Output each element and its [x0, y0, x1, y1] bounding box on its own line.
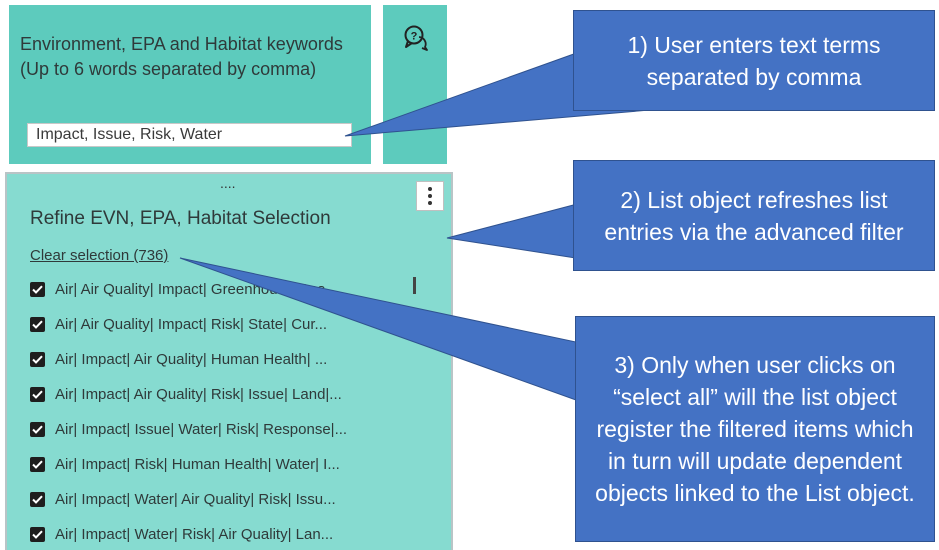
kebab-dot-icon — [428, 187, 432, 191]
callout-2: 2) List object refreshes list entries vi… — [573, 160, 935, 271]
question-chat-icon[interactable]: ? — [403, 25, 429, 51]
checkbox[interactable] — [30, 456, 45, 472]
more-options-button[interactable] — [416, 181, 444, 211]
list-item-label: Air| Impact| Water| Risk| Air Quality| L… — [55, 525, 334, 543]
checkbox[interactable] — [30, 351, 45, 367]
checkmark-icon — [32, 495, 43, 504]
checkmark-icon — [32, 355, 43, 364]
svg-text:?: ? — [411, 31, 418, 43]
keyword-input[interactable] — [27, 123, 352, 147]
list-item-label: Air| Impact| Air Quality| Risk| Issue| L… — [55, 385, 342, 403]
kebab-dot-icon — [428, 201, 432, 205]
list-item-label: Air| Impact| Air Quality| Human Health| … — [55, 350, 328, 368]
list-item[interactable]: Air| Impact| Issue| Water| Risk| Respons… — [30, 418, 347, 440]
list-item[interactable]: Air| Impact| Water| Risk| Air Quality| L… — [30, 523, 333, 545]
list-title: Refine EVN, EPA, Habitat Selection — [30, 208, 331, 229]
checkbox[interactable] — [30, 421, 45, 437]
checkbox[interactable] — [30, 491, 45, 507]
drag-handle[interactable]: .... — [220, 175, 236, 191]
list-item[interactable]: Air| Air Quality| Impact| Greenhouse Gas… — [30, 278, 338, 300]
checkmark-icon — [32, 285, 43, 294]
callout-1: 1) User enters text terms separated by c… — [573, 10, 935, 111]
list-item-label: Air| Air Quality| Impact| Greenhouse Gas… — [55, 280, 338, 298]
checkbox[interactable] — [30, 386, 45, 402]
keyword-label: Environment, EPA and Habitat keywords (U… — [20, 34, 343, 79]
callout-3: 3) Only when user clicks on “select all”… — [575, 316, 935, 542]
clear-selection-link[interactable]: Clear selection (736) — [30, 247, 169, 264]
list-item-label: Air| Impact| Water| Air Quality| Risk| I… — [55, 490, 336, 508]
checkmark-icon — [32, 460, 43, 469]
list-item-label: Air| Air Quality| Impact| Risk| State| C… — [55, 315, 328, 333]
checkmark-icon — [32, 530, 43, 539]
checkbox[interactable] — [30, 526, 45, 542]
list-item[interactable]: Air| Air Quality| Impact| Risk| State| C… — [30, 313, 327, 335]
list-item[interactable]: Air| Impact| Water| Air Quality| Risk| I… — [30, 488, 336, 510]
list-item[interactable]: Air| Impact| Risk| Human Health| Water| … — [30, 453, 340, 475]
list-item[interactable]: Air| Impact| Air Quality| Human Health| … — [30, 348, 327, 370]
checkmark-icon — [32, 390, 43, 399]
scrollbar-thumb[interactable] — [413, 277, 416, 294]
checkmark-icon — [32, 320, 43, 329]
list-item[interactable]: Air| Impact| Air Quality| Risk| Issue| L… — [30, 383, 342, 405]
kebab-dot-icon — [428, 194, 432, 198]
list-item-label: Air| Impact| Risk| Human Health| Water| … — [55, 455, 340, 473]
checkbox[interactable] — [30, 281, 45, 297]
checkbox[interactable] — [30, 316, 45, 332]
list-item-label: Air| Impact| Issue| Water| Risk| Respons… — [55, 420, 348, 438]
checkmark-icon — [32, 425, 43, 434]
